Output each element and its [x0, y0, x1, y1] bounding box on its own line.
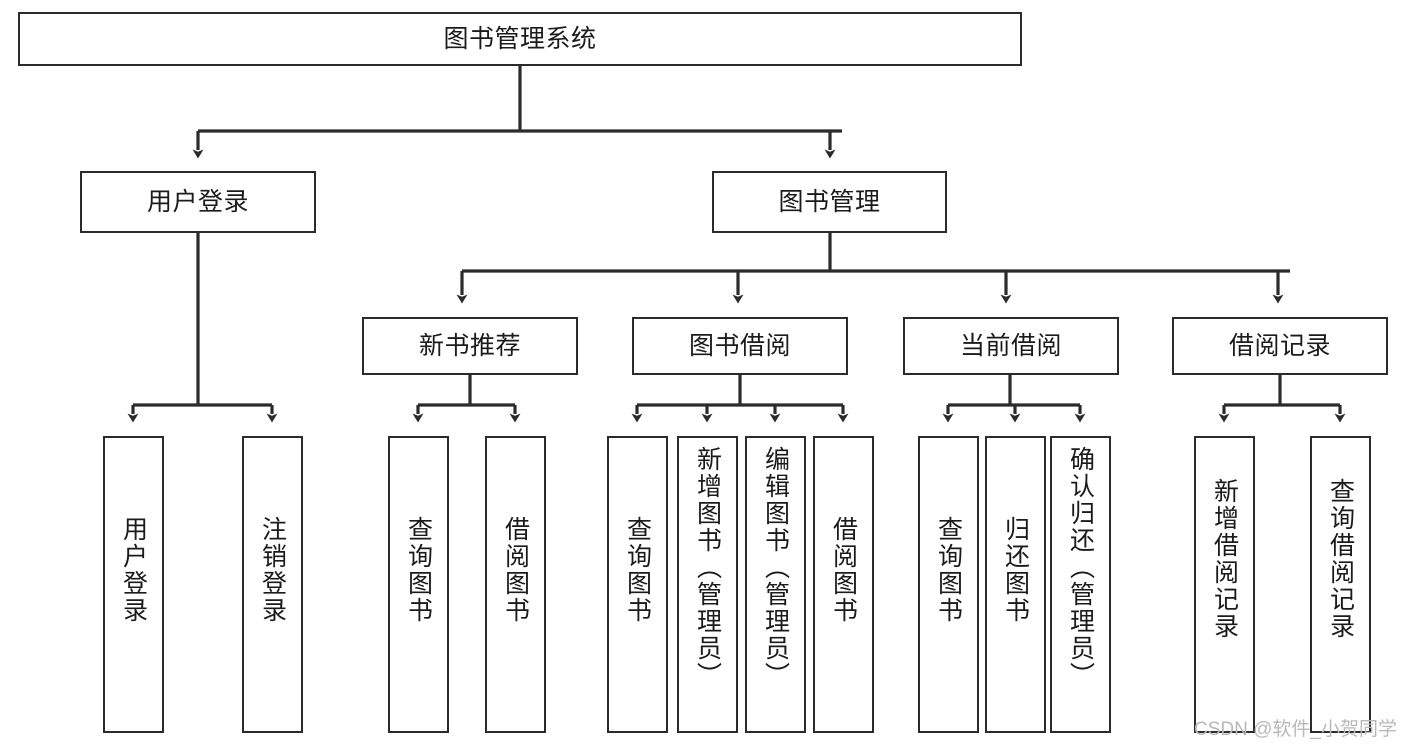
node-leaf-query-book-borrow-label: 查询图书 [623, 516, 652, 624]
node-borrow-record[interactable]: 借阅记录 [1172, 317, 1388, 375]
node-leaf-user-login-label: 用户登录 [119, 516, 148, 624]
node-user-login-label: 用户登录 [146, 187, 249, 216]
node-new-book-recommend[interactable]: 新书推荐 [362, 317, 578, 375]
node-leaf-query-borrow-record[interactable]: 查询借阅记录 [1310, 436, 1371, 733]
node-new-book-recommend-label: 新书推荐 [418, 331, 521, 360]
node-current-borrow-label: 当前借阅 [959, 331, 1062, 360]
node-leaf-confirm-return-admin[interactable]: 确认归还（管理员） [1050, 436, 1111, 733]
node-leaf-add-book-admin[interactable]: 新增图书（管理员） [677, 436, 738, 733]
node-leaf-return-book[interactable]: 归还图书 [985, 436, 1046, 733]
node-leaf-edit-book-admin[interactable]: 编辑图书（管理员） [745, 436, 806, 733]
node-leaf-query-book-current-label: 查询图书 [934, 516, 963, 624]
node-leaf-query-book-borrow[interactable]: 查询图书 [607, 436, 668, 733]
node-leaf-query-book-recommend[interactable]: 查询图书 [388, 436, 449, 733]
node-leaf-user-logout[interactable]: 注销登录 [242, 436, 303, 733]
node-root[interactable]: 图书管理系统 [18, 12, 1022, 66]
node-leaf-borrow-book[interactable]: 借阅图书 [813, 436, 874, 733]
node-root-label: 图书管理系统 [443, 24, 597, 53]
node-leaf-borrow-book-recommend-label: 借阅图书 [501, 516, 530, 624]
node-user-login[interactable]: 用户登录 [80, 171, 316, 233]
node-leaf-confirm-return-admin-label: 确认归还（管理员） [1066, 446, 1095, 689]
node-leaf-add-borrow-record[interactable]: 新增借阅记录 [1194, 436, 1255, 733]
node-book-borrow-label: 图书借阅 [688, 331, 791, 360]
node-book-manage[interactable]: 图书管理 [712, 171, 947, 233]
node-leaf-add-borrow-record-label: 新增借阅记录 [1210, 478, 1239, 640]
node-leaf-add-book-admin-label: 新增图书（管理员） [693, 446, 722, 689]
node-current-borrow[interactable]: 当前借阅 [903, 317, 1119, 375]
node-leaf-query-book-recommend-label: 查询图书 [404, 516, 433, 624]
node-leaf-borrow-book-recommend[interactable]: 借阅图书 [485, 436, 546, 733]
node-leaf-return-book-label: 归还图书 [1001, 516, 1030, 624]
node-borrow-record-label: 借阅记录 [1228, 331, 1331, 360]
node-leaf-edit-book-admin-label: 编辑图书（管理员） [761, 446, 790, 689]
node-leaf-user-login[interactable]: 用户登录 [103, 436, 164, 733]
node-leaf-user-logout-label: 注销登录 [258, 516, 287, 624]
node-leaf-query-borrow-record-label: 查询借阅记录 [1326, 478, 1355, 640]
node-book-manage-label: 图书管理 [778, 187, 881, 216]
node-leaf-query-book-current[interactable]: 查询图书 [918, 436, 979, 733]
node-book-borrow[interactable]: 图书借阅 [632, 317, 848, 375]
node-leaf-borrow-book-label: 借阅图书 [829, 516, 858, 624]
